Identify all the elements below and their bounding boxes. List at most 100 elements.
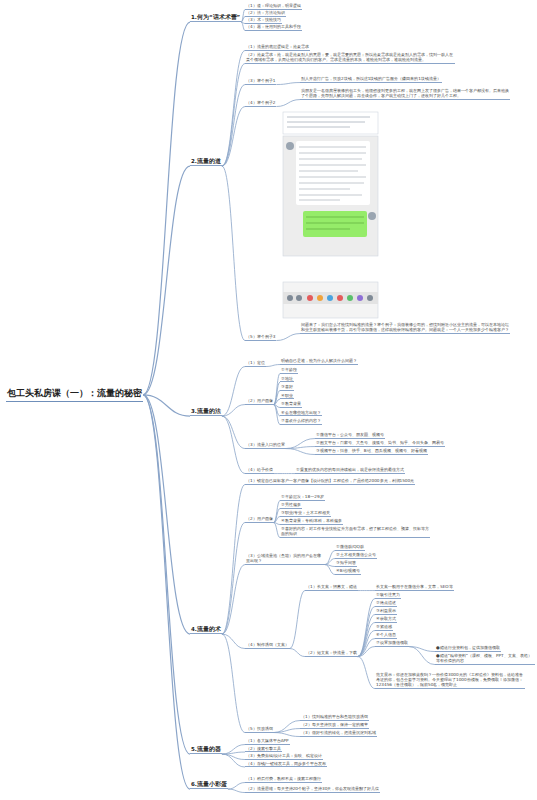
screenshot-line: [287, 127, 350, 128]
topic-text: （2）抢夏需求：抢，就是抢夏别人的意思；要，就是需要的意思；所以抢夏需求就是抢夏…: [246, 52, 454, 62]
topic-text: ②男性偏多: [281, 502, 301, 507]
branch-connector: [228, 789, 245, 792]
topic-text: ②土木相关微信公众号: [336, 552, 376, 557]
topic-text: ④职业: [281, 393, 293, 398]
branch-connector: [325, 565, 335, 575]
leaf-topic: ⑥会在哪些地方出现？: [280, 410, 322, 417]
leaf-topic: （3）做好引流的转化，把流量沉淀到私域: [300, 730, 377, 737]
chat-text-line: [299, 189, 350, 190]
topic-text: （2）短文案：快流量，下载: [306, 650, 357, 655]
leaf-topic: ③知乎问答: [335, 560, 357, 567]
branch-connector: [143, 395, 190, 789]
chat-text-line: [299, 147, 366, 148]
topic-text: （2）搜索引擎工具: [246, 746, 281, 751]
branch-connector: [409, 647, 435, 665]
chat-text-line: [299, 177, 366, 178]
topic-text: 5.流量的器: [191, 746, 221, 753]
leaf-topic: （3）免费剪辑/设计工具：剪映、稿定设计: [245, 753, 323, 760]
branch-connector: [143, 395, 190, 416]
leaf-topic: ③利益展示: [375, 608, 397, 615]
topic-text: （2）每天坚持投放，保持一定的频率: [301, 722, 368, 727]
topic-text: ①重复的优质内容的每日持续输出，就是获得流量的最佳方式: [296, 467, 404, 472]
leaf-topic: （5）举个例子3: [245, 334, 276, 341]
topic-text: ●赠送行业资料包，提供加微信领取: [436, 645, 500, 650]
topic-text: （1）找到精准的平台和鱼塘投放诱饵: [301, 714, 368, 719]
branch-topic: 1.何为“话术术蕾”: [190, 14, 241, 22]
topic-text: （4）举个例子2: [246, 100, 275, 105]
branch-connector: [222, 752, 245, 754]
topic-text: ④获取方式: [376, 616, 396, 621]
topic-text: （1）定位: [246, 360, 265, 365]
leaf-topic: ④教育背景：专科/本科，本科偏多: [280, 518, 343, 525]
topic-text: ④B站/视频号: [336, 568, 360, 573]
leaf-topic: （1）道：理论知识，明显逻辑: [245, 3, 302, 10]
branch-connector: [222, 85, 245, 167]
leaf-topic: （4）举个例子2: [245, 100, 276, 107]
branch-connector: [274, 721, 300, 733]
topic-text: ⑦设置加微信领取: [376, 640, 408, 645]
leaf-topic: ②地址: [280, 376, 294, 383]
topic-text: （3）做好引流的转化，把流量沉淀到私域: [301, 730, 376, 735]
branch-topic: 2.流量的道: [190, 158, 222, 166]
branch-connector: [358, 639, 375, 657]
leaf-topic: 明确自己是谁，能为什么人解决什么问题？: [280, 358, 358, 365]
topic-text: ①年龄层次：18—29岁: [281, 494, 324, 499]
branch-connector: [143, 22, 190, 395]
topic-text: （3）免费剪辑/设计工具：剪映、稿定设计: [246, 753, 322, 758]
branch-topic: 4.流量的术: [190, 626, 222, 634]
branch-connector: [222, 367, 245, 417]
branch-connector: [325, 551, 335, 565]
branch-connector: [228, 783, 245, 790]
branch-connector: [290, 649, 305, 657]
topic-text: ①微信群/QQ群: [336, 544, 364, 549]
leaf-topic: （2）短文案：快流量，下载: [305, 650, 358, 657]
topic-text: 3.流量的法: [191, 408, 221, 415]
branch-connector: [358, 623, 375, 657]
topic-text: 明确自己是谁，能为什么人解决什么问题？: [281, 358, 357, 363]
branch-connector: [286, 447, 315, 449]
branch-connector: [358, 647, 375, 657]
leaf-topic: ⑦喜欢什么样的内容？: [280, 418, 322, 425]
topic-text: ⑦喜欢什么样的内容？: [281, 418, 321, 423]
leaf-topic: （1）各大媒体平台APP: [245, 738, 290, 745]
leaf-topic: ●赠送行业资料包，提供加微信领取: [435, 645, 501, 652]
leaf-topic: （1）找到精准的平台和鱼塘投放诱饵: [300, 714, 369, 721]
topic-text: ①吸引注意力: [376, 592, 400, 597]
leaf-topic: ●赠送“精华资料”（课程、模板、PPT、文案、表格）等有价值的内容: [435, 653, 535, 665]
topic-text: 包工头私房课（一）：流量的秘密: [7, 388, 142, 399]
branch-connector: [276, 100, 300, 107]
topic-text: （3）公域流量池（鱼塘）我的用户会在哪里出现？: [246, 553, 324, 563]
branch-topic: 6.流量小彩蛋: [190, 781, 228, 789]
leaf-topic: ⑤教育背景: [280, 401, 302, 408]
leaf-topic: （2）用户画像: [245, 398, 274, 405]
screenshot-frame: [283, 112, 378, 134]
topic-text: 范文展示：你还在加班熬夜吗？一份价值3000元的《工程造价》资料包，送给准备考证…: [376, 672, 524, 687]
topic-text: （3）举个例子1: [246, 78, 275, 83]
chat-text-line: [299, 171, 358, 172]
leaf-topic: （2）抢夏需求：抢，就是抢夏别人的意思；要，就是需要的意思；所以抢夏需求就是抢夏…: [245, 52, 455, 64]
leaf-topic: ①吸引注意力: [375, 592, 401, 599]
topic-text: ②痛点描述: [376, 600, 396, 605]
leaf-topic: ①重复的优质内容的每日持续输出，就是获得流量的最佳方式: [295, 467, 405, 474]
topic-text: 4.流量的术: [191, 626, 221, 633]
topic-text: （2）用户画像: [246, 398, 273, 403]
leaf-topic: （4）给予价值: [245, 467, 274, 474]
leaf-topic: 范文展示：你还在加班熬夜吗？一份价值3000元的《工程造价》资料包，送给准备考证…: [375, 672, 525, 689]
branch-connector: [222, 166, 245, 340]
topic-text: （4）制作诱饵（文案）: [246, 642, 289, 647]
topic-text: （3）流量入口的位置: [246, 442, 285, 447]
leaf-topic: （2）搜索引擎工具: [245, 746, 282, 753]
topic-text: 2.流量的道: [191, 158, 221, 165]
leaf-topic: （2）用户画像: [245, 516, 274, 523]
branch-connector: [222, 634, 245, 648]
leaf-topic: （1）锁定自己目标客户—客户画像【设计院的】工程造价，产品价格2000多元，利润…: [245, 478, 415, 485]
leaf-topic: （1）定位: [245, 360, 266, 367]
topic-text: ⑤教育背景: [281, 401, 301, 406]
leaf-topic: ①微信群/QQ群: [335, 544, 365, 551]
branch-connector: [222, 754, 245, 767]
topic-text: （1）稍后付费，教程不卖：搜索工程微行: [246, 776, 321, 781]
chat-bubble-green: [303, 211, 367, 237]
branch-connector: [358, 615, 375, 657]
topic-text: ⑤紧迫感: [376, 624, 392, 629]
